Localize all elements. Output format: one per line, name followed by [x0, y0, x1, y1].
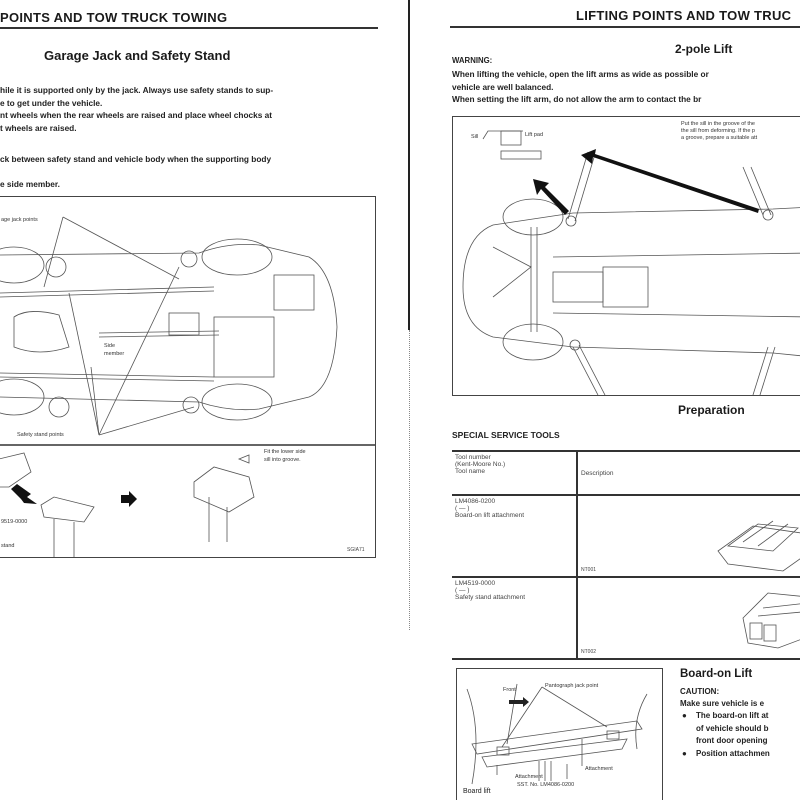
left-para-line: ck between safety stand and vehicle body…	[0, 154, 272, 164]
warning-label: WARNING:	[452, 56, 493, 65]
right-section-title: 2-pole Lift	[675, 42, 733, 56]
bullet-line: of vehicle should b	[696, 723, 769, 733]
arrow-icon	[11, 484, 37, 504]
bullet-line: Position attachmen	[696, 748, 770, 758]
label-sst-number: SST. No. LM4086-0200	[517, 782, 575, 788]
page-gutter	[408, 0, 410, 330]
left-paragraph-2: ck between safety stand and vehicle body…	[0, 153, 271, 166]
lift-note-line: Put the sill in the groove of the	[681, 121, 755, 127]
left-paragraph-3: e side member.	[0, 178, 60, 191]
front-arrow-icon	[509, 697, 529, 707]
left-para-line: e side member.	[0, 179, 60, 189]
left-figure-frame: age jack points Side member Safety stand…	[0, 196, 376, 558]
label-lift-pad: Lift pad	[525, 132, 544, 138]
label-stand: stand	[1, 543, 15, 549]
bullet-icon: ●	[682, 711, 687, 720]
sst-header-line: Tool name	[455, 468, 485, 475]
right-arrow-icon	[121, 491, 137, 507]
vehicle-underside-diagram	[0, 216, 375, 557]
label-part-no: 9519-0000	[1, 519, 28, 525]
sst-header-row: Tool number (Kent-Moore No.) Tool name D…	[452, 450, 800, 496]
caution-bullet-item: ● The board-on lift at of vehicle should…	[680, 710, 770, 748]
label-member: member	[104, 351, 125, 357]
sst-header-line: Tool number	[455, 454, 491, 461]
sst-fig-code: NT002	[581, 649, 597, 655]
label-attachment: Attachment	[515, 774, 543, 780]
left-para-line: nt wheels when the rear wheels are raise…	[0, 110, 273, 120]
bullet-line: front door opening	[696, 736, 768, 745]
left-para-line: t wheels are raised.	[0, 122, 77, 133]
caution-bullet-item: ● Position attachmen	[680, 748, 770, 761]
bullet-line: The board-on lift at	[696, 711, 769, 720]
lift-points-diagram	[462, 130, 800, 395]
sst-description-cell: NT002	[577, 577, 800, 660]
label-sill: Sill	[471, 134, 479, 140]
left-para-line: hile it is supported only by the jack. A…	[0, 85, 274, 95]
safety-stand-attachment-illustration	[742, 592, 800, 649]
sst-title: SPECIAL SERVICE TOOLS	[452, 430, 560, 440]
left-page: POINTS AND TOW TRUCK TOWING Garage Jack …	[0, 10, 378, 558]
sst-tool-cell: LM4519-0000 ( — ) Safety stand attachmen…	[452, 577, 578, 660]
sst-header-line: (Kent-Moore No.)	[455, 461, 506, 468]
pointer-arrow-icon	[581, 149, 759, 213]
bullet-icon: ●	[682, 748, 687, 758]
left-header-rule	[0, 27, 378, 29]
board-on-lift-diagram	[466, 683, 648, 785]
label-pantograph: Pantograph jack point	[545, 683, 599, 689]
special-service-tools-table: Tool number (Kent-Moore No.) Tool name D…	[452, 450, 800, 660]
board-on-lift-title: Board-on Lift	[680, 668, 753, 680]
label-safety-stand-points: Safety stand points	[17, 432, 64, 438]
board-on-lift-attachment-illustration	[717, 520, 800, 572]
caution-text: Make sure vehicle is e	[680, 699, 765, 708]
sst-row: LM4086-0200 ( — ) Board-on lift attachme…	[452, 495, 800, 578]
sst-tool-number: LM4519-0000	[455, 580, 496, 587]
warning-text: When lifting the vehicle, open the lift …	[452, 68, 709, 106]
sst-tool-name: Board-on lift attachment	[455, 512, 525, 519]
pointer-arrow-icon	[533, 179, 569, 215]
caution-label: CAUTION:	[680, 687, 720, 696]
sst-fig-code: NT001	[581, 567, 597, 573]
preparation-title: Preparation	[678, 403, 745, 417]
left-paragraph-1: hile it is supported only by the jack. A…	[0, 84, 273, 134]
lift-note-line: a groove, prepare a suitable att	[681, 135, 758, 141]
sst-row: LM4519-0000 ( — ) Safety stand attachmen…	[452, 577, 800, 660]
sst-tool-number: LM4086-0200	[455, 498, 496, 505]
left-running-head: POINTS AND TOW TRUCK TOWING	[0, 10, 228, 25]
sst-kent-moore-no: ( — )	[455, 505, 470, 512]
label-attachment-right: Attachment	[585, 766, 613, 772]
right-running-head: LIFTING POINTS AND TOW TRUC	[576, 8, 792, 23]
label-jack-points: age jack points	[1, 217, 38, 223]
sst-header-col1: Tool number (Kent-Moore No.) Tool name	[452, 450, 578, 496]
label-fit-2: sill into groove.	[264, 457, 301, 463]
sst-kent-moore-no: ( — )	[455, 587, 470, 594]
lift-note: Put the sill in the groove of the the si…	[681, 121, 757, 142]
board-on-lift-figure-frame: Front Pantograph jack point Attachment A…	[456, 668, 663, 800]
lift-figure-frame: Sill Lift pad Put the sill in the groove…	[452, 116, 800, 396]
right-page: LIFTING POINTS AND TOW TRUC 2-pole Lift …	[400, 0, 800, 800]
warning-line: When lifting the vehicle, open the lift …	[452, 69, 709, 79]
right-header-rule	[450, 26, 800, 28]
lift-note-line: the sill from deforming. If the p	[681, 128, 755, 134]
sst-tool-name: Safety stand attachment	[455, 594, 526, 601]
sst-tool-cell: LM4086-0200 ( — ) Board-on lift attachme…	[452, 495, 578, 578]
left-section-title: Garage Jack and Safety Stand	[44, 48, 231, 63]
sst-description-cell: NT001	[577, 495, 800, 578]
page-gutter-dots	[409, 330, 411, 630]
warning-line: When setting the lift arm, do not allow …	[452, 94, 702, 104]
caution-bullet-list: ● The board-on lift at of vehicle should…	[680, 710, 770, 760]
figure-code: SGIA71	[347, 547, 365, 553]
left-para-line: e to get under the vehicle.	[0, 97, 103, 108]
warning-line: vehicle are well balanced.	[452, 81, 554, 92]
label-front: Front	[503, 687, 516, 693]
label-side: Side	[104, 343, 116, 349]
label-board-lift: Board lift	[463, 788, 491, 795]
sst-header-description: Description	[577, 450, 800, 496]
label-fit-1: Fit the lower side	[264, 449, 306, 455]
